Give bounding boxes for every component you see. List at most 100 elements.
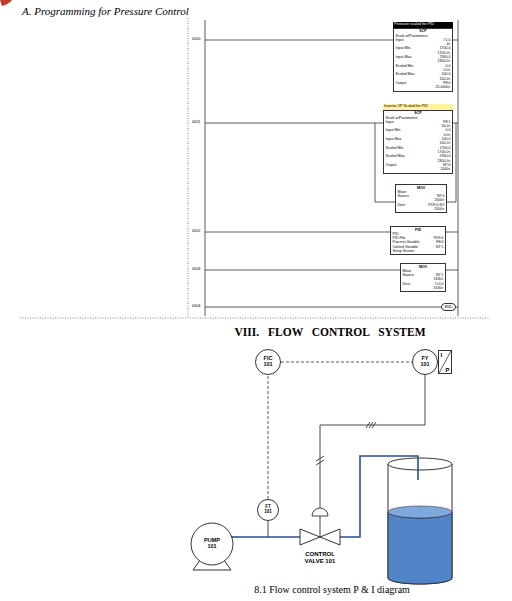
control-valve: CONTROL VALVE 101	[300, 508, 340, 548]
instrument-bubble: FIC101	[255, 349, 281, 375]
parameter-name: Dest	[398, 203, 405, 212]
parameter-value: 2000<	[434, 198, 444, 202]
ip-converter: IP	[438, 350, 452, 374]
parameter-value: 0.0<	[443, 68, 450, 72]
converter-input: I	[441, 352, 443, 358]
parameter-row: Output N7:02000<	[386, 163, 451, 172]
parameter-name: Scaled Min.	[386, 146, 405, 155]
parameter-values: O:0.01630<	[433, 282, 443, 291]
instruction-title: Move	[403, 269, 444, 273]
parameter-value: 25.0000<	[435, 85, 450, 89]
parameter-row: Output F8:025.0000<	[396, 81, 451, 90]
parameter-name: Input Max.	[396, 55, 413, 64]
end-label: END	[442, 304, 455, 311]
parameter-name: Input Max.	[386, 137, 403, 146]
parameter-name: Output	[386, 163, 397, 172]
parameter-value: 2000<	[440, 167, 450, 171]
parameter-values: 2300.02300.0<	[437, 55, 450, 64]
parameter-value: F8:0	[436, 240, 443, 244]
parameter-values: N7:02000<	[440, 163, 450, 172]
pipe	[340, 456, 418, 537]
rung	[205, 307, 458, 308]
end-rung: END	[441, 303, 456, 311]
ladder-instruction: Pressure scaled for PIDSCPScale w/Parame…	[393, 22, 453, 92]
parameter-value: I:1.0	[444, 38, 451, 42]
right-rail	[458, 20, 459, 316]
frame-line	[20, 318, 490, 319]
parameter-row: Input Min. 1700.01700.0<	[396, 46, 451, 55]
parameter-value: 2300.0<	[437, 59, 450, 63]
process-pipe	[238, 536, 300, 538]
converter-output: P	[445, 367, 449, 373]
parameter-value: 1630<	[433, 277, 443, 281]
parameter-row: Dest PD9:0.SO2000<	[398, 203, 445, 212]
valve-stem	[320, 516, 321, 537]
parameter-row: PID FilePD9:0	[393, 236, 444, 240]
instruction-title: Move	[398, 190, 445, 194]
ladder-frame	[20, 18, 490, 318]
tank	[388, 458, 452, 584]
parameter-value: 1700.0<	[437, 51, 450, 55]
parameter-row: Scaled Min. 0.00.0<	[396, 64, 451, 73]
pump: PUMP 101	[188, 516, 238, 572]
parameter-name: Input Min.	[396, 46, 412, 55]
parameter-row: Scaled Max. 100.0100.0<	[396, 72, 451, 81]
parameter-value: 2300.0	[437, 154, 450, 158]
parameter-values: I:1.04<	[444, 38, 451, 47]
parameter-name: Scaled Max.	[396, 72, 416, 81]
left-rail	[205, 20, 206, 316]
parameter-name: Output	[396, 81, 407, 90]
parameter-values: F8:025.0000<	[435, 81, 450, 90]
parameter-values: N7:02000<	[434, 194, 444, 203]
rung-number: 0000	[192, 37, 200, 41]
parameter-value: F8:0	[435, 81, 450, 85]
parameter-values: 100.0100.0<	[439, 137, 450, 146]
section-heading: VIII. FLOW CONTROL SYSTEM	[235, 326, 426, 338]
parameter-name: Setup Screen	[393, 249, 415, 253]
parameter-name: Scaled Max.	[386, 154, 406, 163]
parameter-value: 100.0<	[439, 77, 450, 81]
parameter-value: PD9:0.SO	[428, 203, 444, 207]
instrument-bubble: FT101	[257, 499, 279, 521]
rung-number: 0003	[192, 267, 200, 271]
parameter-values: 100.0100.0<	[439, 72, 450, 81]
tank-water	[388, 512, 452, 584]
instruction-box: SCPScale w/ParametersInputI:1.04<Input M…	[393, 28, 453, 92]
signal-line	[268, 375, 269, 499]
parameter-row: Dest O:0.01630<	[403, 282, 444, 291]
parameter-values: PD9:0.SO2000<	[428, 203, 444, 212]
water-surface	[388, 506, 452, 518]
parameter-values: 1700.01700.0<	[437, 46, 450, 55]
symbol	[300, 508, 340, 548]
valve-body	[300, 529, 340, 545]
instrument-tag: 101	[420, 362, 429, 368]
parameter-value: 100.0<	[439, 141, 450, 145]
parameter-row: Setup Screen	[393, 249, 444, 253]
parameter-row: Input Min.0.00.0<	[386, 128, 451, 137]
rung-comment: Inverter I/P Scaled for PID	[383, 104, 453, 110]
parameter-value: 0.0	[443, 64, 450, 68]
pipes	[340, 456, 418, 537]
parameter-row: Input Max. 100.0100.0<	[386, 137, 451, 146]
parameter-row: Input I:1.04<	[396, 38, 451, 47]
parameter-name: Input Min.	[386, 128, 402, 137]
pump-casing	[191, 523, 233, 565]
parameter-name: Input	[396, 38, 404, 47]
rung-comment: Pressure scaled for PID	[393, 22, 453, 28]
parameter-name: Control Variable	[393, 245, 419, 249]
parameter-row: Process VariableF8:0	[393, 240, 444, 244]
parameter-values: PD9:0	[434, 236, 444, 240]
parameter-name: Scaled Min.	[396, 64, 415, 73]
signal-line	[281, 362, 412, 363]
parameter-name: Input	[386, 120, 394, 129]
instrument-tag: 101	[263, 362, 272, 368]
parameter-name: Dest	[403, 282, 410, 291]
parameter-value: N7:0	[440, 163, 450, 167]
parameter-row: Control VariableN7:1	[393, 245, 444, 249]
instruction-box: SCPScale w/ParametersInputF8:150.0<Input…	[383, 110, 453, 174]
instrument-tag: 101	[264, 510, 272, 515]
divider	[439, 351, 451, 373]
parameter-value: 1630<	[433, 286, 443, 290]
instruction-title: Scale w/Parameters	[396, 34, 451, 38]
parameter-value: F8:1	[441, 120, 450, 124]
